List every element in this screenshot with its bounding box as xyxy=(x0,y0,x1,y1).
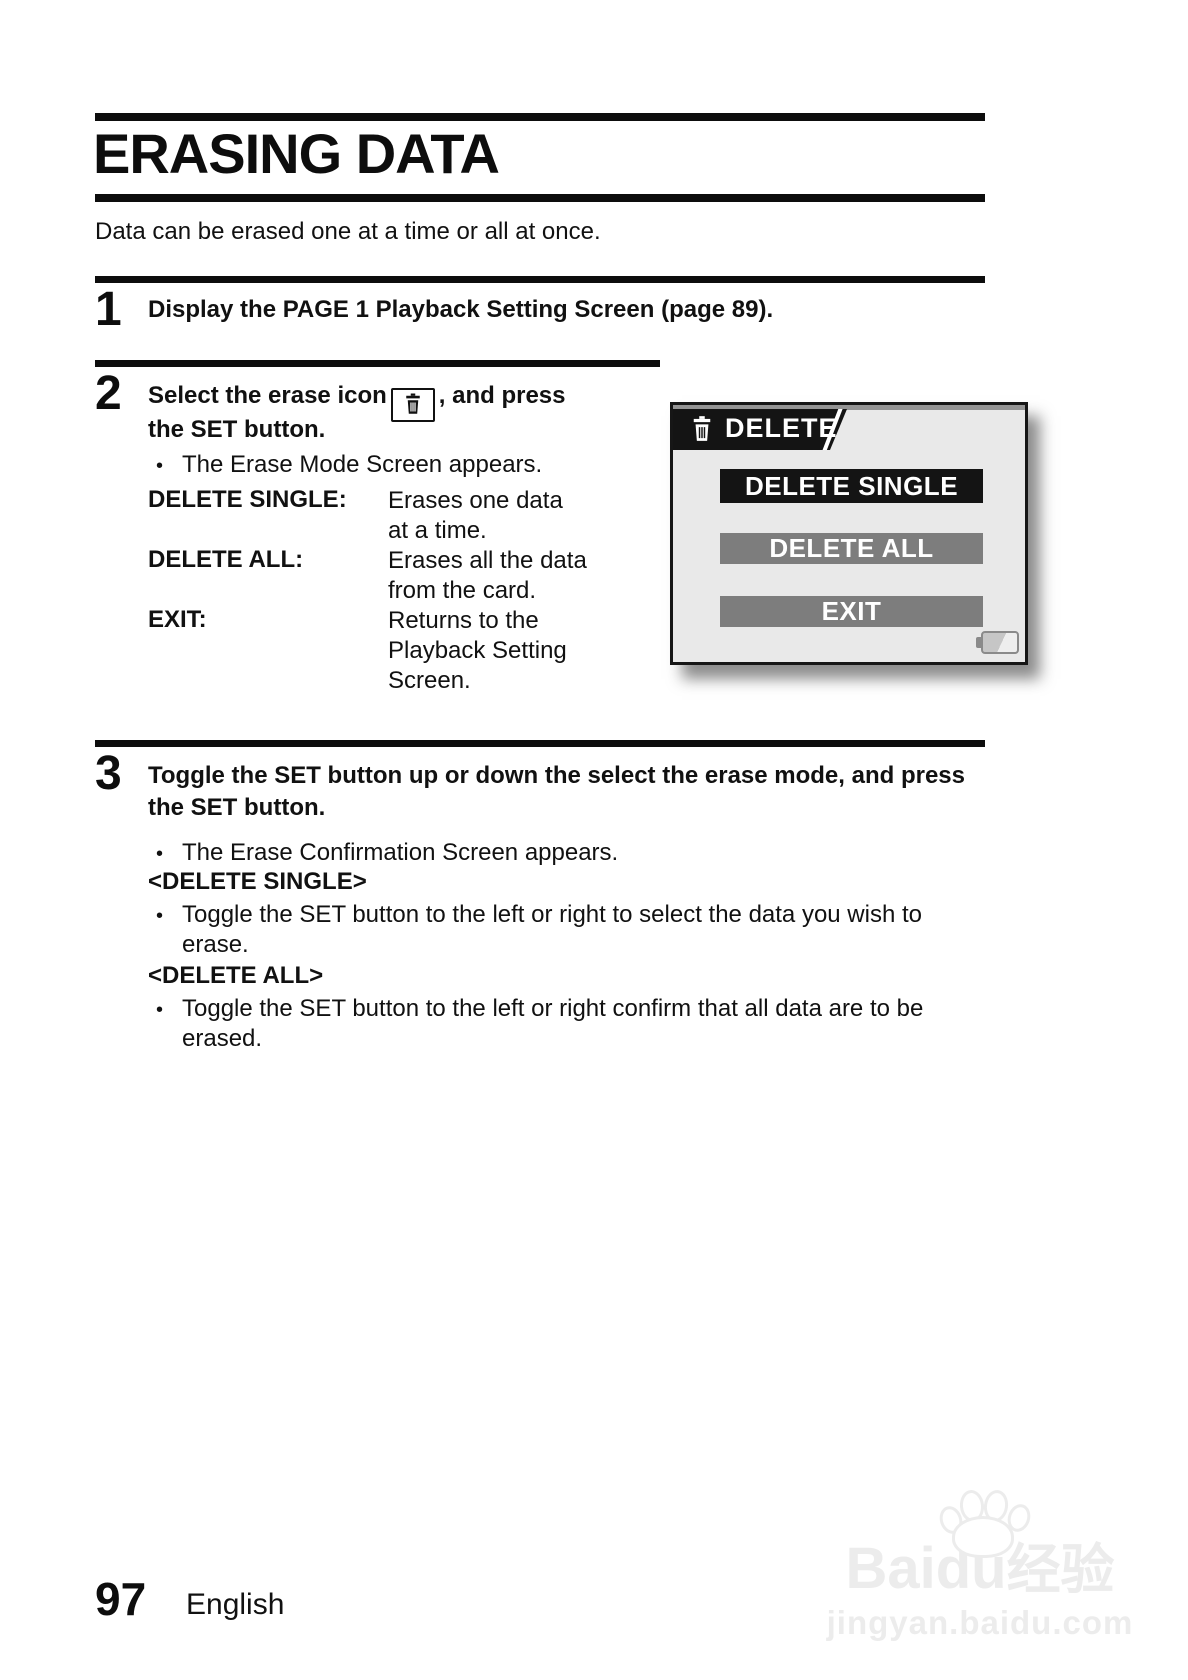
trash-icon xyxy=(691,416,713,442)
step2-heading-pre: Select the erase icon xyxy=(148,382,387,409)
page-number: 97 xyxy=(95,1573,147,1625)
delete-all-label: <DELETE ALL> xyxy=(148,962,324,989)
watermark-brand-cn: 经验 xyxy=(1006,1540,1115,1600)
trash-icon xyxy=(406,393,420,414)
definition-desc: Erases one data at a time. xyxy=(388,487,563,544)
step2-heading-post: , and press xyxy=(438,382,566,409)
delete-all-bullet: Toggle the SET button to the left or rig… xyxy=(156,994,982,1054)
erase-icon-keycap xyxy=(390,388,435,422)
title-rule-bottom xyxy=(95,194,985,202)
step2-number: 2 xyxy=(95,367,122,420)
definition-term: DELETE ALL: xyxy=(148,546,304,573)
step3-rule xyxy=(95,740,985,747)
menu-item-delete-single: DELETE SINGLE xyxy=(720,469,983,503)
language-label: English xyxy=(186,1588,285,1621)
step3-bullet: The Erase Confirmation Screen appears. xyxy=(156,838,618,869)
step3-heading: Toggle the SET button up or down the sel… xyxy=(148,762,965,821)
definition-term: DELETE SINGLE: xyxy=(148,486,347,513)
title-rule-top xyxy=(95,113,985,121)
delete-single-bullet: Toggle the SET button to the left or rig… xyxy=(156,900,982,960)
definition-desc: Erases all the data from the card. xyxy=(388,547,587,604)
paw-icon xyxy=(936,1488,1034,1558)
step1-rule xyxy=(95,276,985,283)
battery-nub xyxy=(976,637,981,648)
delete-banner: DELETE xyxy=(673,409,847,450)
baidu-watermark: Baidu经验 jingyan.baidu.com xyxy=(820,1478,1140,1642)
menu-item-delete-all: DELETE ALL xyxy=(720,533,983,564)
step2-heading-line1: Select the erase icon , and press xyxy=(148,380,566,422)
step2-bullet: The Erase Mode Screen appears. xyxy=(156,450,542,481)
intro-text: Data can be erased one at a time or all … xyxy=(95,218,601,245)
step2-rule xyxy=(95,360,660,367)
step2-heading-line2: the SET button. xyxy=(148,416,326,443)
step1-heading: Display the PAGE 1 Playback Setting Scre… xyxy=(148,296,774,323)
watermark-logo-row: Baidu经验 xyxy=(820,1488,1140,1600)
step1-number: 1 xyxy=(95,283,122,336)
camera-screen-illustration: DELETE DELETE SINGLE DELETE ALL EXIT xyxy=(670,402,1028,665)
banner-label: DELETE xyxy=(725,413,838,443)
step3-number: 3 xyxy=(95,747,122,800)
definition-desc: Returns to the Playback Setting Screen. xyxy=(388,607,567,694)
screen-top-strip xyxy=(673,405,1025,410)
definition-term: EXIT: xyxy=(148,606,207,633)
battery-icon xyxy=(976,631,1019,654)
watermark-url: jingyan.baidu.com xyxy=(826,1604,1134,1641)
page-title: ERASING DATA xyxy=(93,122,500,185)
delete-single-label: <DELETE SINGLE> xyxy=(148,868,367,895)
menu-item-exit: EXIT xyxy=(720,596,983,627)
